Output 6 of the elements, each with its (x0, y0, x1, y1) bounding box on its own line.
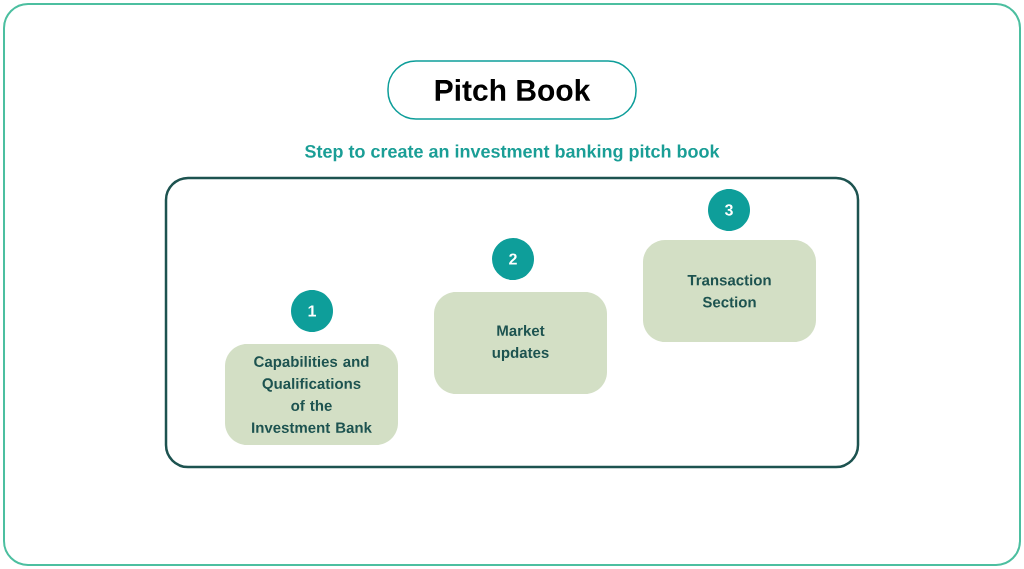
subtitle: Step to create an investment banking pitch book (305, 144, 720, 162)
title-pill: Pitch Book (387, 60, 637, 120)
step-box: Capabilities and Qualifications of the Investment Bank (225, 344, 398, 445)
step-box: Market updates (434, 292, 607, 394)
step-box: Transaction Section (643, 240, 816, 342)
frame-box (164, 176, 860, 469)
